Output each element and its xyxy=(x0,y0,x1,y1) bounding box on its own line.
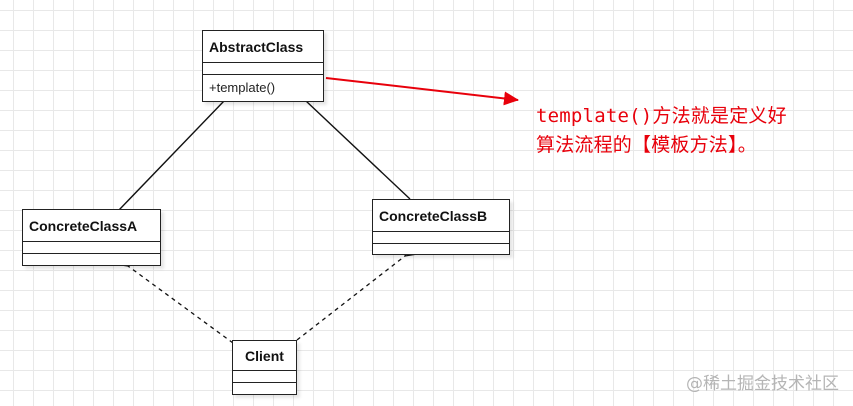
methods-section xyxy=(233,383,296,393)
attributes-section xyxy=(233,371,296,383)
annotation-arrow xyxy=(325,77,519,106)
watermark: @稀土掘金技术社区 xyxy=(686,374,839,394)
class-name: ConcreteClassB xyxy=(373,200,509,232)
class-name: ConcreteClassA xyxy=(23,210,160,242)
class-name: Client xyxy=(233,341,296,371)
class-abstractclass[interactable]: AbstractClass +template() xyxy=(202,30,324,102)
generalization-b-to-abstract xyxy=(306,101,411,200)
annotation-line-1: template()方法就是定义好 xyxy=(536,105,787,127)
dependency-client-to-a xyxy=(128,266,234,344)
class-concreteclassa[interactable]: ConcreteClassA xyxy=(22,209,161,266)
annotation-note: template()方法就是定义好 算法流程的【模板方法】。 xyxy=(536,102,787,160)
class-client[interactable]: Client xyxy=(232,340,297,395)
class-concreteclassb[interactable]: ConcreteClassB xyxy=(372,199,510,255)
class-name: AbstractClass xyxy=(203,31,323,63)
attributes-section xyxy=(373,232,509,244)
attributes-section xyxy=(203,63,323,75)
methods-section xyxy=(373,244,509,254)
annotation-line-2: 算法流程的【模板方法】。 xyxy=(536,134,757,156)
generalization-a-to-abstract xyxy=(118,101,224,211)
method-template: +template() xyxy=(209,80,276,95)
dependency-client-to-b xyxy=(296,256,405,341)
methods-section xyxy=(23,254,160,265)
attributes-section xyxy=(23,242,160,254)
